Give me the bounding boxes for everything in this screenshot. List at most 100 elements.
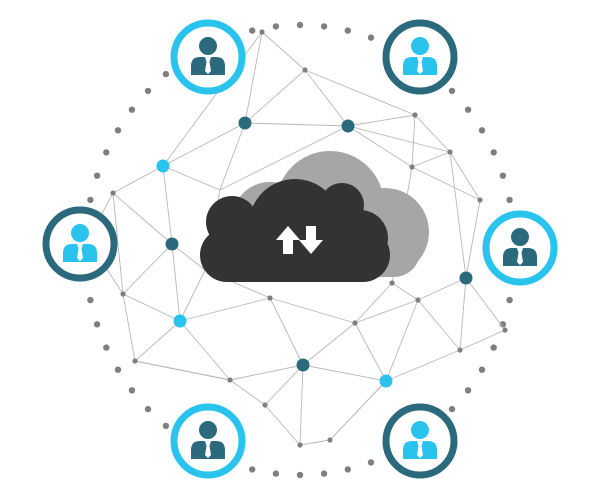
ring-dot xyxy=(296,471,304,479)
junction-dot xyxy=(352,320,358,326)
network-link xyxy=(411,114,416,168)
ring-dot xyxy=(249,466,256,473)
network-link xyxy=(134,360,231,381)
network-link xyxy=(162,31,263,167)
ring-dot xyxy=(128,106,136,113)
junction-dot xyxy=(132,358,138,364)
network-link xyxy=(244,122,349,127)
network-link xyxy=(219,122,246,191)
junction-dot xyxy=(327,437,333,443)
network-link xyxy=(299,364,304,446)
ring-dot xyxy=(464,106,472,113)
network-link xyxy=(391,282,419,301)
network-link xyxy=(219,125,349,191)
ring-dot xyxy=(506,296,513,304)
network-link xyxy=(347,125,413,168)
junction-dot xyxy=(415,297,421,303)
network-link xyxy=(162,165,221,191)
junction-dot xyxy=(389,280,395,286)
ring-dot xyxy=(103,344,110,351)
user-top-left xyxy=(170,19,246,95)
network-link xyxy=(449,151,481,201)
ring-dot xyxy=(367,459,375,466)
user-bottom-right xyxy=(382,403,458,479)
network-link xyxy=(261,31,306,71)
network-link xyxy=(264,364,304,406)
ring-dot xyxy=(490,344,497,351)
junction-dot xyxy=(502,327,508,333)
ring-dot xyxy=(344,466,351,473)
ring-dot xyxy=(448,405,456,413)
network-link xyxy=(162,165,173,245)
ring-dot xyxy=(499,172,507,179)
ring-dot xyxy=(114,127,122,134)
user-bottom-left xyxy=(170,403,246,479)
network-node xyxy=(341,119,355,133)
network-link xyxy=(269,297,304,366)
junction-dot xyxy=(267,295,273,301)
network-node xyxy=(296,358,310,372)
network-link xyxy=(244,69,306,124)
network-link xyxy=(465,199,481,279)
user-icon xyxy=(403,421,437,459)
ring-dot xyxy=(162,70,170,78)
ring-dot xyxy=(296,21,304,29)
ring-dot xyxy=(478,127,486,134)
cloud-icon xyxy=(200,151,429,282)
junction-dot xyxy=(120,291,126,297)
ring-dot xyxy=(272,470,280,477)
network-link xyxy=(347,114,416,127)
network-node xyxy=(165,237,179,251)
network-link xyxy=(385,299,419,382)
network-link xyxy=(171,243,181,322)
ring-dot xyxy=(93,172,101,179)
network-link xyxy=(304,69,416,116)
ring-dot xyxy=(506,196,513,204)
network-node xyxy=(156,159,170,173)
network-nodes xyxy=(85,29,508,448)
network-link xyxy=(244,31,263,124)
junction-dot xyxy=(302,67,308,73)
network-link xyxy=(171,243,206,271)
junction-dot xyxy=(262,402,268,408)
network-node xyxy=(459,271,473,285)
ring-dot xyxy=(344,27,351,34)
ring-dot xyxy=(367,34,375,41)
network-link xyxy=(229,379,266,406)
network-link xyxy=(304,69,349,127)
ring-dot xyxy=(93,321,101,328)
network-link xyxy=(299,439,331,446)
ring-dot xyxy=(499,321,507,328)
network-link xyxy=(264,404,301,446)
user-nodes xyxy=(42,19,558,479)
ring-dot xyxy=(87,196,94,204)
network-link xyxy=(269,297,356,324)
ring-dot xyxy=(448,87,456,95)
network-link xyxy=(179,297,271,322)
ring-dot xyxy=(272,23,280,30)
network-link xyxy=(179,320,231,381)
junction-dot xyxy=(412,112,418,118)
network-link xyxy=(134,320,181,362)
network-link xyxy=(179,269,206,322)
network-link xyxy=(122,293,136,362)
junction-dot xyxy=(409,164,415,170)
ring-dot xyxy=(87,296,94,304)
network-link xyxy=(229,364,304,381)
network-link xyxy=(354,299,419,324)
network-node xyxy=(173,314,187,328)
network-link xyxy=(112,165,164,194)
network-node xyxy=(379,374,393,388)
user-top-right xyxy=(382,19,458,95)
junction-dot xyxy=(457,347,463,353)
user-icon xyxy=(191,421,225,459)
user-icon xyxy=(403,37,437,75)
network-link xyxy=(112,192,124,295)
network-link xyxy=(449,151,467,279)
network-link xyxy=(122,243,173,295)
ring-dot xyxy=(490,149,497,156)
network-link xyxy=(302,322,356,366)
network-link xyxy=(162,122,246,167)
junction-dot xyxy=(447,149,453,155)
